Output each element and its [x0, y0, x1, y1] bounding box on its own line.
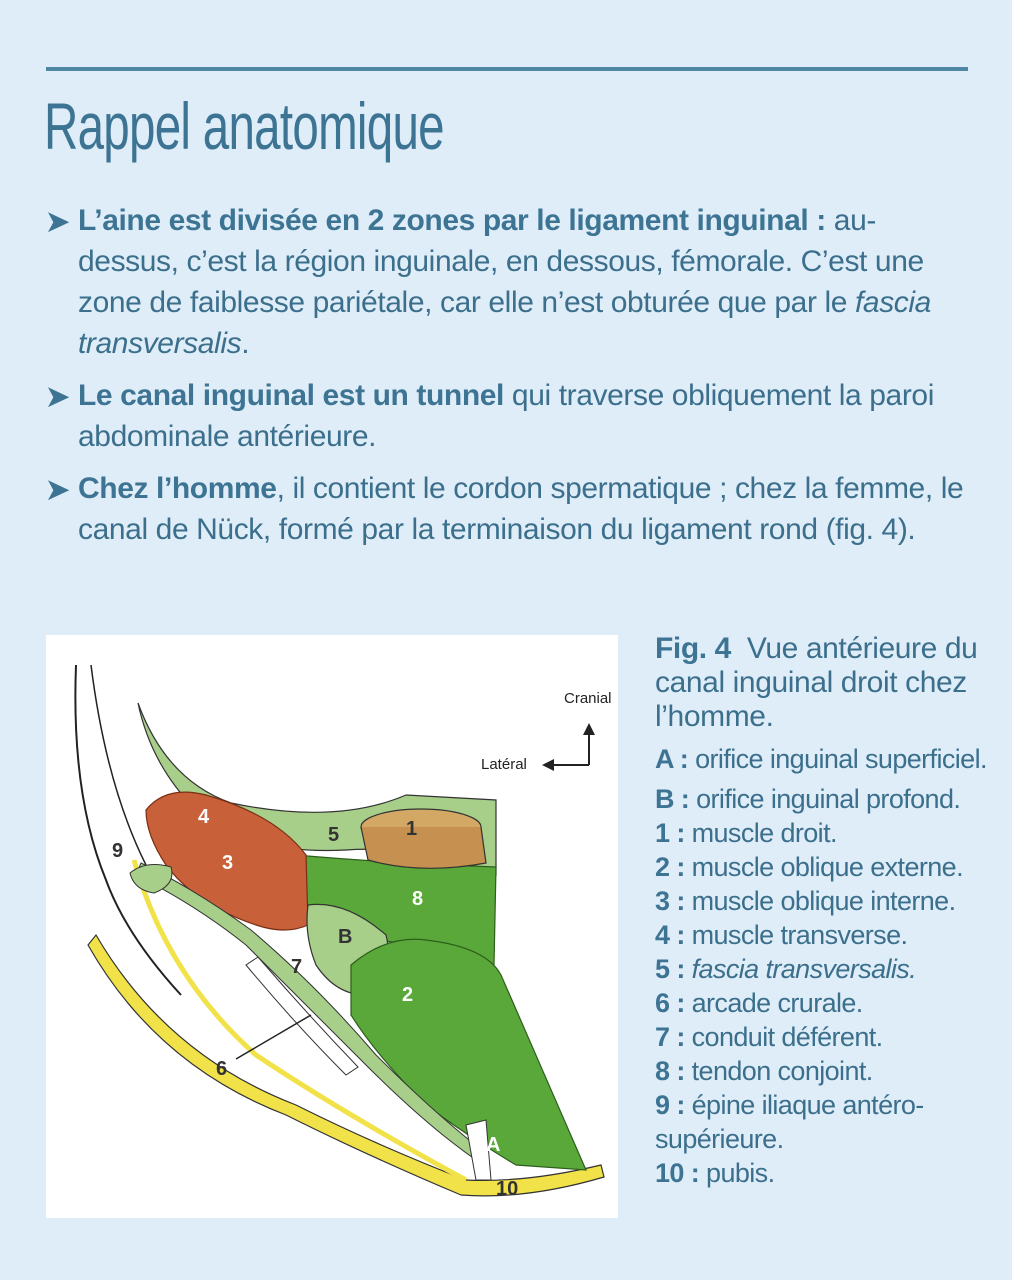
- legend-item: 7 : conduit déférent.: [655, 1020, 1005, 1054]
- legend-value: muscle droit.: [691, 818, 838, 848]
- legend-item: 10 : pubis.: [655, 1156, 1005, 1190]
- legend-item: 2 : muscle oblique externe.: [655, 850, 1005, 884]
- figure-title: Fig. 4 Vue antérieure du canal inguinal …: [655, 632, 1005, 734]
- legend-key: 5 :: [655, 954, 685, 984]
- arrow-bullet-icon: ➤: [46, 206, 70, 237]
- legend-value: muscle transverse.: [691, 920, 908, 950]
- inguinal-canal-illustration: Cranial Latéral 1 2 3 4 5 6 7 8 9 10 A B: [74, 664, 612, 1200]
- legend-key: 6 :: [655, 988, 685, 1018]
- bullet-text: au-dessus, c’est la région inguinale, en…: [78, 204, 924, 319]
- page-title: Rappel anatomique: [44, 89, 445, 163]
- legend-key: B :: [655, 784, 690, 814]
- label-3: 3: [222, 852, 233, 874]
- label-10: 10: [496, 1178, 518, 1200]
- legend-value: muscle oblique interne.: [691, 886, 956, 916]
- figure-caption: Fig. 4 Vue antérieure du canal inguinal …: [655, 632, 1005, 1190]
- bullet-bold: Le canal inguinal est un tunnel: [78, 379, 504, 412]
- bullet-item: ➤ L’aine est divisée en 2 zones par le l…: [46, 200, 976, 364]
- arrow-bullet-icon: ➤: [46, 474, 70, 505]
- legend-item: 4 : muscle transverse.: [655, 918, 1005, 952]
- label-5: 5: [328, 824, 339, 846]
- label-9: 9: [112, 840, 123, 862]
- lateral-label: Latéral: [481, 756, 527, 773]
- legend-item: 9 : épine iliaque antéro-supérieure.: [655, 1088, 1005, 1156]
- label-a: A: [486, 1134, 500, 1156]
- label-6: 6: [216, 1058, 227, 1080]
- figure-number: Fig. 4: [655, 632, 731, 665]
- legend-key: 10 :: [655, 1158, 700, 1188]
- bullet-text: , il contient le cordon spermatique ; ch…: [78, 472, 964, 546]
- legend-item: 1 : muscle droit.: [655, 816, 1005, 850]
- bullet-item: ➤ Le canal inguinal est un tunnel qui tr…: [46, 375, 976, 457]
- legend-value: fascia transversalis.: [691, 954, 917, 984]
- legend-key: 9 :: [655, 1090, 685, 1120]
- legend-key: 3 :: [655, 886, 685, 916]
- legend-value: épine iliaque antéro-supérieure.: [655, 1090, 924, 1154]
- label-2: 2: [402, 984, 413, 1006]
- label-1: 1: [406, 818, 417, 840]
- legend-value: orifice inguinal superficiel.: [695, 744, 987, 774]
- anatomy-figure: Cranial Latéral 1 2 3 4 5 6 7 8 9 10 A B: [46, 635, 618, 1218]
- top-rule: [46, 67, 968, 71]
- legend-key: 1 :: [655, 818, 685, 848]
- legend-value: orifice inguinal profond.: [696, 784, 961, 814]
- legend-value: arcade crurale.: [691, 988, 864, 1018]
- legend-key: 8 :: [655, 1056, 685, 1086]
- bullet-text: qui traverse obliquement la paroi abdomi…: [78, 379, 934, 453]
- bullet-bold: L’aine est divisée en 2 zones par le lig…: [78, 204, 826, 237]
- legend-key: A :: [655, 744, 689, 774]
- label-4: 4: [198, 806, 210, 828]
- legend-value: conduit déférent.: [691, 1022, 884, 1052]
- legend-item: 6 : arcade crurale.: [655, 986, 1005, 1020]
- legend-item: 8 : tendon conjoint.: [655, 1054, 1005, 1088]
- legend-item: B : orifice inguinal profond.: [655, 782, 1005, 816]
- bullet-list: ➤ L’aine est divisée en 2 zones par le l…: [46, 200, 976, 561]
- legend-value: tendon conjoint.: [691, 1056, 874, 1086]
- label-8: 8: [412, 888, 423, 910]
- bullet-italic: fascia transversalis: [78, 286, 931, 360]
- legend-key: 4 :: [655, 920, 685, 950]
- cranial-label: Cranial: [564, 690, 612, 707]
- arrow-bullet-icon: ➤: [46, 381, 70, 412]
- bullet-item: ➤ Chez l’homme, il contient le cordon sp…: [46, 468, 976, 550]
- label-b: B: [338, 926, 352, 948]
- legend-value: pubis.: [706, 1158, 775, 1188]
- figure-title-text: Vue antérieure du canal inguinal droit c…: [655, 632, 978, 733]
- legend-value: muscle oblique externe.: [691, 852, 964, 882]
- bullet-bold: Chez l’homme: [78, 472, 277, 505]
- legend-key: 2 :: [655, 852, 685, 882]
- legend-item: 5 : fascia transversalis.: [655, 952, 1005, 986]
- legend-key: 7 :: [655, 1022, 685, 1052]
- bullet-tail: .: [241, 327, 250, 360]
- legend-item: A : orifice inguinal superficiel.: [655, 742, 1005, 776]
- label-7: 7: [291, 956, 302, 978]
- legend-item: 3 : muscle oblique interne.: [655, 884, 1005, 918]
